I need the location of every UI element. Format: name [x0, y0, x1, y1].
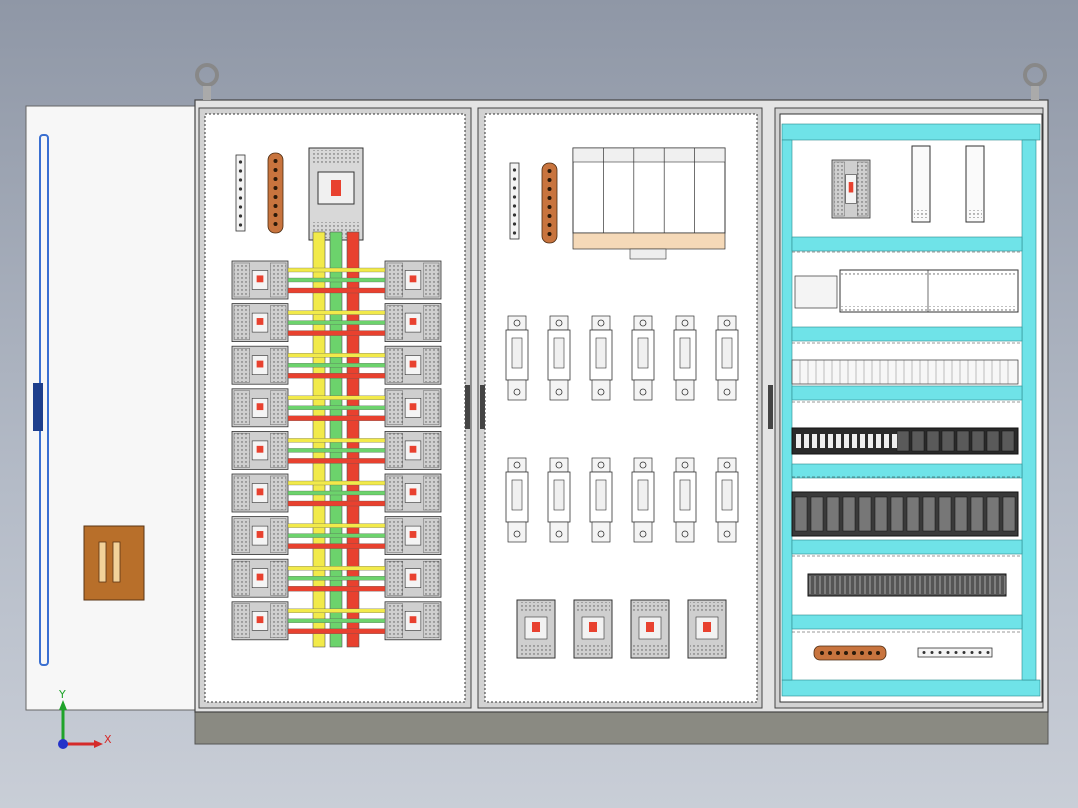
lifting-eye-left-icon — [195, 63, 219, 100]
branch-breaker-left — [231, 558, 289, 598]
fuse-holder-lower — [715, 457, 739, 543]
fuse-holder-lower — [589, 457, 613, 543]
branch-breaker-left — [231, 303, 289, 343]
branch-breaker-right — [384, 388, 442, 428]
fuse-holder-lower — [673, 457, 697, 543]
busbar-connectors — [287, 310, 386, 336]
branch-breaker-right — [384, 601, 442, 641]
long-terminal-strip — [807, 573, 1007, 597]
busbar-connectors — [287, 566, 386, 592]
molded-case-breaker — [516, 599, 556, 659]
busbar-connectors — [287, 353, 386, 379]
axis-triad: Y X — [58, 688, 112, 749]
branch-breaker-right — [384, 430, 442, 470]
copper-ground-bar — [267, 152, 284, 234]
lifting-eye-right-icon — [1023, 63, 1047, 100]
neutral-terminal-strip — [509, 162, 520, 240]
busbar-connectors — [287, 395, 386, 421]
branch-breaker-right — [384, 558, 442, 598]
branch-breaker-right — [384, 260, 442, 300]
branch-breaker-left — [231, 473, 289, 513]
busbar-connectors — [287, 523, 386, 549]
branch-breaker-right — [384, 473, 442, 513]
contactor-row — [791, 491, 1019, 537]
fuse-holder-lower — [505, 457, 529, 543]
fuse-holder-upper — [505, 315, 529, 401]
control-breaker — [831, 159, 871, 219]
branch-breaker-left — [231, 516, 289, 555]
hinge-icons — [465, 385, 773, 429]
fuse-holder-upper — [673, 315, 697, 401]
relay-row — [791, 427, 1019, 455]
neutral-terminal-strip — [235, 154, 246, 232]
bay-right — [774, 107, 1044, 709]
door-handle-icon[interactable] — [83, 525, 145, 601]
branch-breaker-left — [231, 345, 289, 385]
din-rails — [781, 123, 1041, 697]
open-door — [25, 105, 199, 711]
copper-ground-bar — [813, 645, 887, 661]
branch-breaker-left — [231, 430, 289, 470]
busbar-connectors — [287, 438, 386, 464]
branch-breaker-right — [384, 516, 442, 555]
molded-case-breaker — [630, 599, 670, 659]
axis-x-label: X — [104, 733, 112, 746]
branch-breaker-left — [231, 601, 289, 641]
fuse-holder-upper — [715, 315, 739, 401]
plc-modules — [794, 269, 1019, 313]
copper-ground-bar — [541, 162, 558, 244]
busbar-connectors — [287, 480, 386, 507]
fuse-holder-upper — [589, 315, 613, 401]
protective-cover-modules — [572, 147, 726, 260]
vertical-modules — [911, 145, 985, 223]
fuse-holder-upper — [631, 315, 655, 401]
cabinet-plinth — [194, 707, 1049, 745]
branch-breaker-right — [384, 345, 442, 385]
busbar-connectors — [287, 267, 386, 294]
axis-y-label: Y — [58, 688, 66, 701]
branch-breaker-left — [231, 388, 289, 428]
main-breaker — [308, 147, 364, 241]
busbar-connectors — [287, 608, 386, 634]
molded-case-breaker — [573, 599, 613, 659]
fuse-holder-lower — [547, 457, 571, 543]
terminal-block-row — [791, 359, 1019, 385]
branch-breaker-left — [231, 260, 289, 300]
fuse-holder-upper — [547, 315, 571, 401]
fuse-holder-lower — [631, 457, 655, 543]
neutral-terminal-strip — [917, 647, 993, 658]
molded-case-breaker — [687, 599, 727, 659]
branch-breaker-right — [384, 303, 442, 343]
